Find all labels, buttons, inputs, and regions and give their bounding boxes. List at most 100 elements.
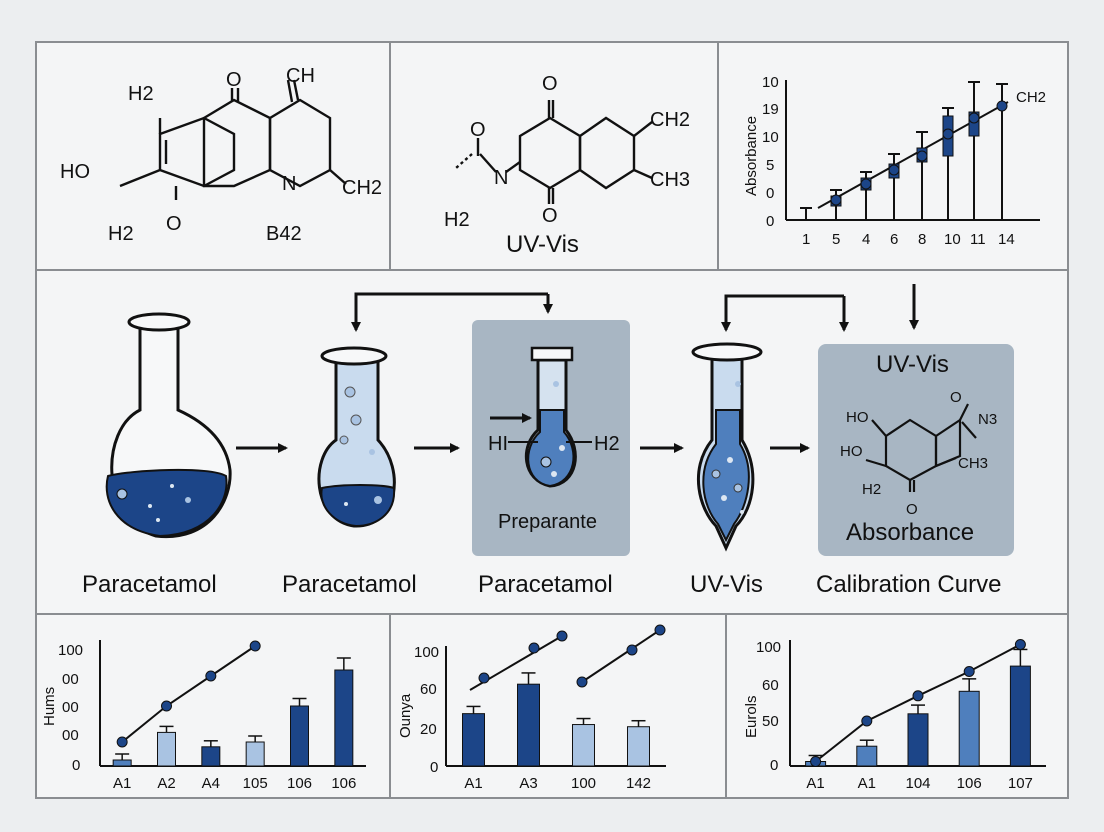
chart-top-right-point (830, 194, 842, 206)
bar-1 (462, 713, 485, 767)
prep-caption: Preparante (498, 511, 597, 533)
bar-4 (627, 726, 650, 767)
x-tick-label: 100 (571, 775, 596, 792)
x-tick-label: A3 (519, 775, 537, 792)
trend-line (121, 645, 256, 743)
chart-br-ytick-1: 100 (756, 639, 781, 656)
x-tick-label: 105 (243, 775, 268, 792)
x-tick-label: A1 (464, 775, 482, 792)
mol-left-label-1: H2 (128, 83, 154, 105)
mol-left-label-7: H2 (108, 223, 134, 245)
trend-point (205, 670, 217, 682)
chart-bm-ytick-1: 100 (414, 644, 439, 661)
chart-top-right-ytick-1: 10 (762, 74, 779, 91)
chart-br-ytick-4: 0 (770, 757, 778, 774)
molecule-left (119, 79, 347, 200)
bar-5 (290, 705, 309, 767)
trend-point (912, 690, 924, 702)
bar-3 (201, 746, 221, 767)
bar-6 (334, 669, 354, 767)
bar-1 (112, 759, 132, 767)
mol-left-label-4: HO (60, 161, 90, 183)
chart-top-right-ytick-3: 10 (762, 129, 779, 146)
flask-4 (691, 342, 763, 552)
chart-br-ytick-3: 50 (762, 713, 779, 730)
trend-point (528, 642, 540, 654)
analysis-label-6: H2 (862, 481, 881, 498)
prep-left-label: HI (488, 433, 508, 455)
chart-top-right-xtick: 14 (998, 231, 1015, 248)
mol-mid-label-3: N (494, 167, 508, 189)
mol-left-label-8: O (166, 213, 182, 235)
chart-bm-ytick-3: 20 (420, 721, 437, 738)
chart-top-right-point (996, 100, 1008, 112)
x-tick-label: 106 (957, 775, 982, 792)
step-label-1: Paracetamol (82, 571, 217, 598)
mol-left-label-2: O (226, 69, 242, 91)
trend-point (478, 672, 490, 684)
chart-top-right-bar (968, 111, 980, 137)
chart-top-right-point (968, 112, 980, 124)
chart-br-ylabel: Eurols (743, 695, 760, 738)
step-label-3: Paracetamol (478, 571, 613, 598)
analysis-label-7: O (906, 501, 918, 518)
mol-mid-label-6: O (542, 205, 558, 227)
chart-bm-ylabel: Ounya (397, 693, 414, 738)
mol-left-label-5: N (282, 173, 296, 195)
x-tick-label: A1 (806, 775, 824, 792)
trend-point (963, 666, 975, 677)
chart-top-right-ytick-5: 0 (766, 185, 774, 202)
molecule-middle (455, 100, 653, 204)
chart-bl-ytick-5: 0 (72, 757, 80, 774)
analysis-label-2: N3 (978, 411, 997, 428)
mol-mid-label-7: H2 (444, 209, 470, 231)
chart-top-right-xtick: 5 (832, 231, 840, 248)
chart-top-right-xtick: 1 (802, 231, 810, 248)
mol-mid-label-2: O (470, 119, 486, 141)
x-tick-label: A1 (858, 775, 876, 792)
chart-top-right-series-label: CH2 (1016, 89, 1046, 106)
bar-3 (572, 724, 595, 767)
x-tick-label: 104 (905, 775, 930, 792)
chart-bm-ytick-2: 60 (420, 681, 437, 698)
bar-2 (856, 745, 878, 767)
trend-point (576, 676, 588, 688)
bar-2 (517, 683, 540, 767)
chart-top-right-xtick: 11 (970, 231, 986, 248)
chart-bl-ytick-3: 00 (62, 699, 79, 716)
flask-1 (105, 312, 232, 539)
bar-5 (1009, 665, 1031, 767)
mol-left-label-9: B42 (266, 223, 302, 245)
chart-top-right-point (860, 178, 872, 190)
x-tick-label: A2 (157, 775, 175, 792)
x-tick-label: 106 (287, 775, 312, 792)
chart-br-ytick-2: 60 (762, 677, 779, 694)
x-tick-label: A4 (202, 775, 220, 792)
chart-bl-ylabel: Hums (41, 687, 58, 726)
analysis-molecule (865, 403, 977, 492)
trend-line (581, 629, 661, 683)
trend-point (1014, 639, 1026, 650)
analysis-box (818, 344, 1014, 556)
analysis-label-3: HO (846, 409, 869, 426)
mol-left-label-3: CH (286, 65, 315, 87)
trend-point (249, 640, 261, 652)
chart-top-right-ytick-6: 0 (766, 213, 774, 230)
analysis-label-1: O (950, 389, 962, 406)
mol-left-label-6: CH2 (342, 177, 382, 199)
chart-top-right-xtick: 6 (890, 231, 898, 248)
x-tick-label: 142 (626, 775, 651, 792)
chart-top-right-ylabel: Absorbance (743, 116, 760, 196)
mol-mid-label-4: CH2 (650, 109, 690, 131)
chart-bl-ytick-4: 00 (62, 727, 79, 744)
analysis-caption: Absorbance (846, 519, 974, 546)
mol-mid-caption: UV-Vis (506, 231, 579, 258)
analysis-title: UV-Vis (876, 351, 949, 378)
trend-point (654, 624, 666, 636)
bar-3 (907, 713, 929, 767)
trend-point (116, 736, 128, 748)
trend-point (810, 756, 822, 767)
chart-top-right-xtick: 4 (862, 231, 870, 248)
